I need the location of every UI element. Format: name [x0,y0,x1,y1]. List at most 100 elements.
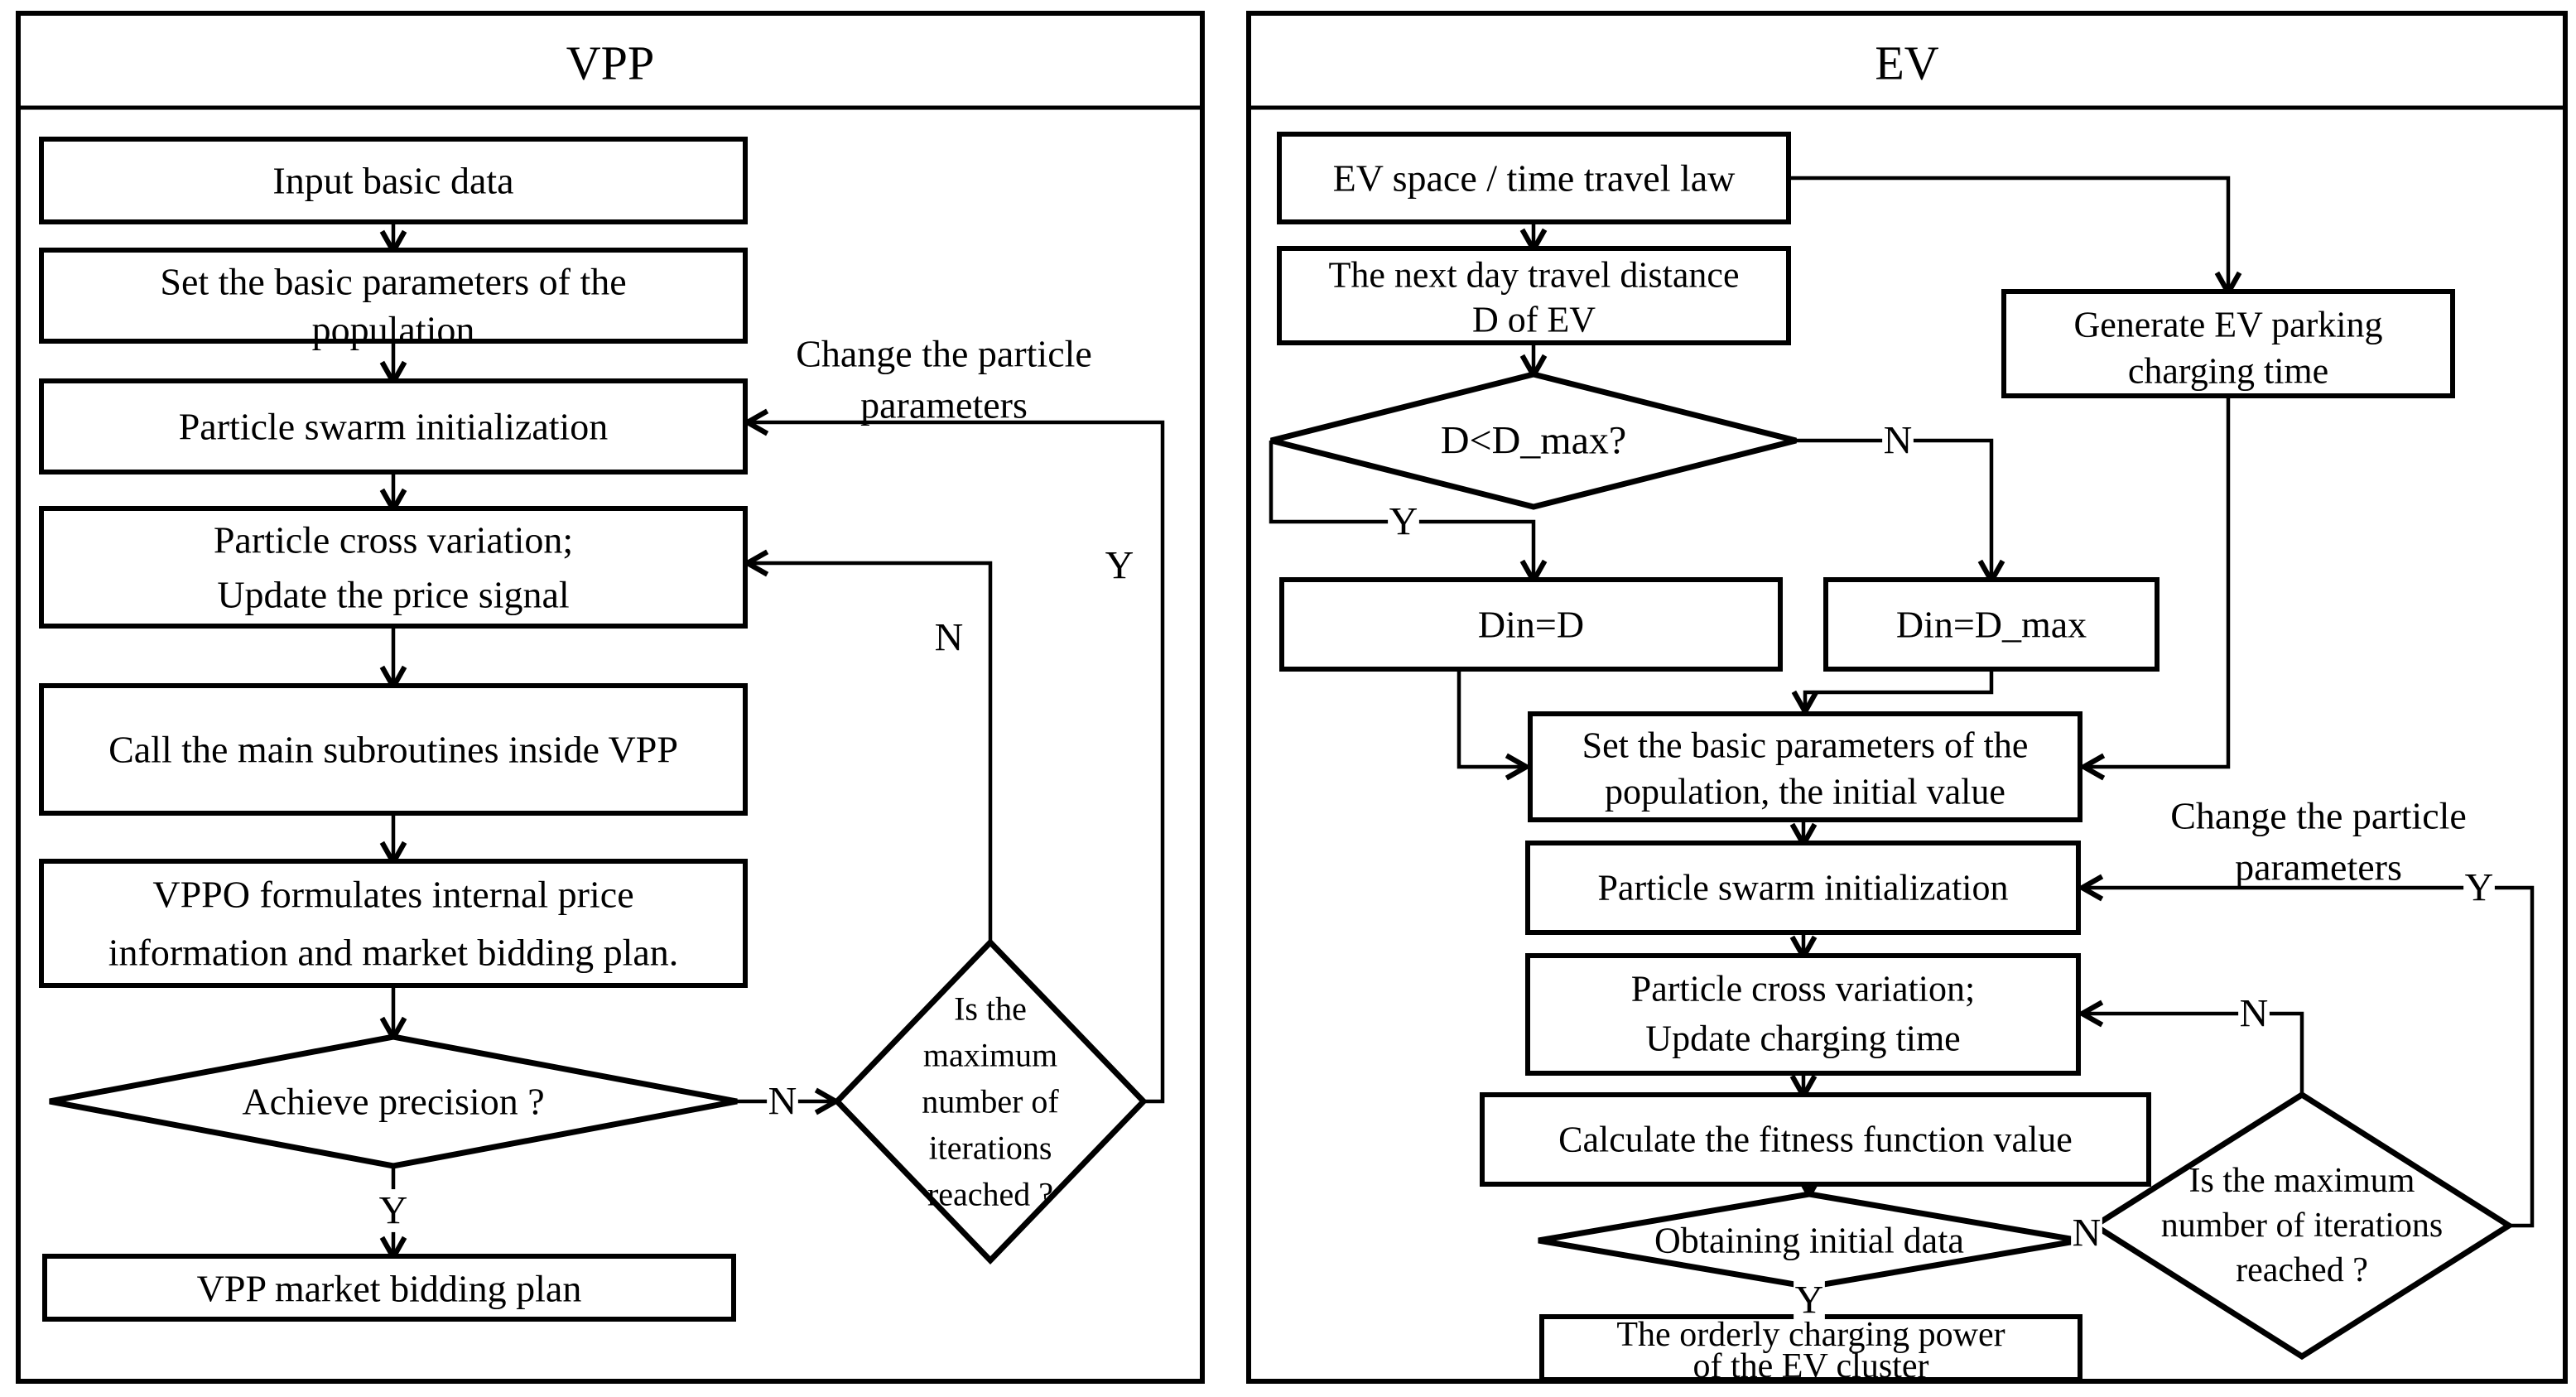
particle-cross-variation-shape [39,506,748,629]
generate-ev-parking-shape [2001,289,2455,398]
box-vppo-formulates: VPPO formulates internal price informatio… [39,859,748,988]
label-group-change-particle-ev-2: parameters [2235,846,2402,889]
edge-dind-to-set [1457,669,1525,767]
label-group-label-y-dmax: Y [1388,500,1419,544]
label-y-dmax-bg [1388,500,1419,543]
particle-cross-variation-ev-text: Update charging time [1645,1019,1960,1059]
set-basic-parameters-initial-text: population, the initial value [1605,772,2005,812]
particle-cross-variation-text: Update the price signal [217,574,569,616]
label-y-maxiter-ev: Y [2465,866,2494,910]
edge-law-to-generate [1789,176,2228,291]
box-din-equals-d: Din=D [1279,577,1783,672]
label-group-label-n-maxiter-ev: N [2238,992,2270,1036]
particle-cross-variation-ev-shape [1525,953,2081,1076]
label-group-label-n-precision: N [767,1080,798,1124]
label-group-label-n-dmax: N [1882,419,1914,463]
label-group-label-y-obtaining: Y [1794,1279,1825,1322]
label-n-precision: N [768,1080,797,1124]
calculate-fitness-text: Calculate the fitness function value [1558,1120,2073,1160]
vpp-market-bidding-plan-shape [42,1254,736,1322]
label-y-iter-loop: Y [1105,544,1134,588]
edge-dinmax-to-set [1805,669,1994,711]
max-iterations-ev-text: reached ? [2236,1251,2368,1289]
particle-swarm-initialization-ev-shape [1525,841,2081,935]
label-y-obtaining-bg [1794,1279,1825,1322]
max-iterations-ev-text: Is the maximum [2189,1162,2415,1200]
vppo-formulates-text: information and market bidding plan. [108,932,679,974]
box-calculate-fitness: Calculate the fitness function value [1480,1092,2151,1187]
vpp-market-bidding-plan-text: VPP market bidding plan [197,1268,582,1310]
calculate-fitness-shape [1480,1092,2151,1187]
label-n-junction-bg [2071,1212,2102,1255]
d-less-dmax-shape [1270,371,1797,510]
label-n-dmax-bg [1882,419,1914,462]
set-basic-parameters-text: population [312,309,475,351]
vpp-panel-border [16,11,1205,1384]
max-iterations-ev-shape [2089,1091,2515,1361]
obtaining-initial-data-text: Obtaining initial data [1654,1221,1964,1261]
change-particle-text-2: parameters [860,384,1028,426]
label-group-label-y-precision: Y [378,1189,409,1233]
label-group-label-y-maxiter-ev: Y [2463,866,2495,910]
orderly-charging-power-shape [1539,1314,2082,1382]
set-basic-parameters-shape [39,248,748,344]
edge-generate-to-set [2085,396,2231,767]
call-main-subroutines-text: Call the main subroutines inside VPP [108,729,678,771]
change-particle-text-1: Change the particle [796,333,1092,375]
label-y-precision-bg [378,1189,409,1232]
particle-swarm-initialization-text: Particle swarm initialization [179,406,609,448]
particle-cross-variation-ev-text: Particle cross variation; [1631,969,1975,1009]
vppo-formulates-text: VPPO formulates internal price [152,874,633,916]
label-y-maxiter-ev-bg [2463,866,2495,909]
label-n-iter-loop: N [935,616,964,660]
call-main-subroutines-shape [39,683,748,816]
next-day-travel-distance-shape [1277,246,1791,345]
din-equals-dmax-text: Din=D_max [1896,604,2087,646]
max-iterations-vpp-text: number of [922,1083,1059,1120]
achieve-precision-shape [49,1033,738,1169]
edge-dmax-n [1796,438,1991,580]
box-particle-swarm-initialization-ev: Particle swarm initialization [1525,841,2081,935]
label-group-label-y-iter-loop: Y [1105,544,1134,588]
label-group-change-particle-text-1: Change the particle [796,333,1092,375]
particle-swarm-initialization-ev-text: Particle swarm initialization [1597,868,2008,908]
diamond-achieve-precision: Achieve precision ? [49,1033,738,1169]
vppo-formulates-shape [39,859,748,988]
label-n-maxiter-ev-bg [2238,992,2270,1035]
label-group-label-n-junction: N [2071,1212,2102,1255]
next-day-travel-distance-text: D of EV [1472,300,1596,340]
edge-maxiter-y-loop [2083,888,2535,1228]
label-group-change-particle-text-2: parameters [860,384,1028,426]
box-din-equals-dmax: Din=D_max [1823,577,2160,672]
vpp-panel-title: VPP [566,36,654,90]
max-iterations-ev-text: number of iterations [2161,1207,2444,1245]
diamond-max-iterations-ev: Is the maximum number of iterations reache… [2089,1091,2515,1361]
box-ev-space-time-travel-law: EV space / time travel law [1277,132,1791,224]
set-basic-parameters-text: Set the basic parameters of the [160,261,626,303]
generate-ev-parking-text: charging time [2128,351,2328,392]
max-iterations-vpp-text: iterations [929,1130,1052,1167]
label-y-obtaining: Y [1795,1279,1824,1322]
d-less-dmax-text: D<D_max? [1441,419,1626,463]
box-set-basic-parameters-initial: Set the basic parameters of thepopulatio… [1528,711,2082,822]
achieve-precision-text: Achieve precision ? [242,1081,544,1123]
din-equals-dmax-shape [1823,577,2160,672]
edge-maxiter-n-loop [2083,1014,2304,1095]
label-n-precision-bg [767,1080,798,1123]
change-particle-ev-1: Change the particle [2170,795,2467,837]
label-group-change-particle-ev-1: Change the particle [2170,795,2467,837]
max-iterations-vpp-text: reached ? [927,1176,1053,1213]
max-iterations-vpp-text: maximum [923,1037,1057,1074]
particle-cross-variation-text: Particle cross variation; [214,519,573,561]
change-particle-ev-2: parameters [2235,846,2402,889]
label-y-precision: Y [379,1189,408,1233]
box-set-basic-parameters: Set the basic parameters of the populatio… [39,248,748,351]
box-call-main-subroutines: Call the main subroutines inside VPP [39,683,748,816]
input-basic-data-text: Input basic data [272,160,513,202]
